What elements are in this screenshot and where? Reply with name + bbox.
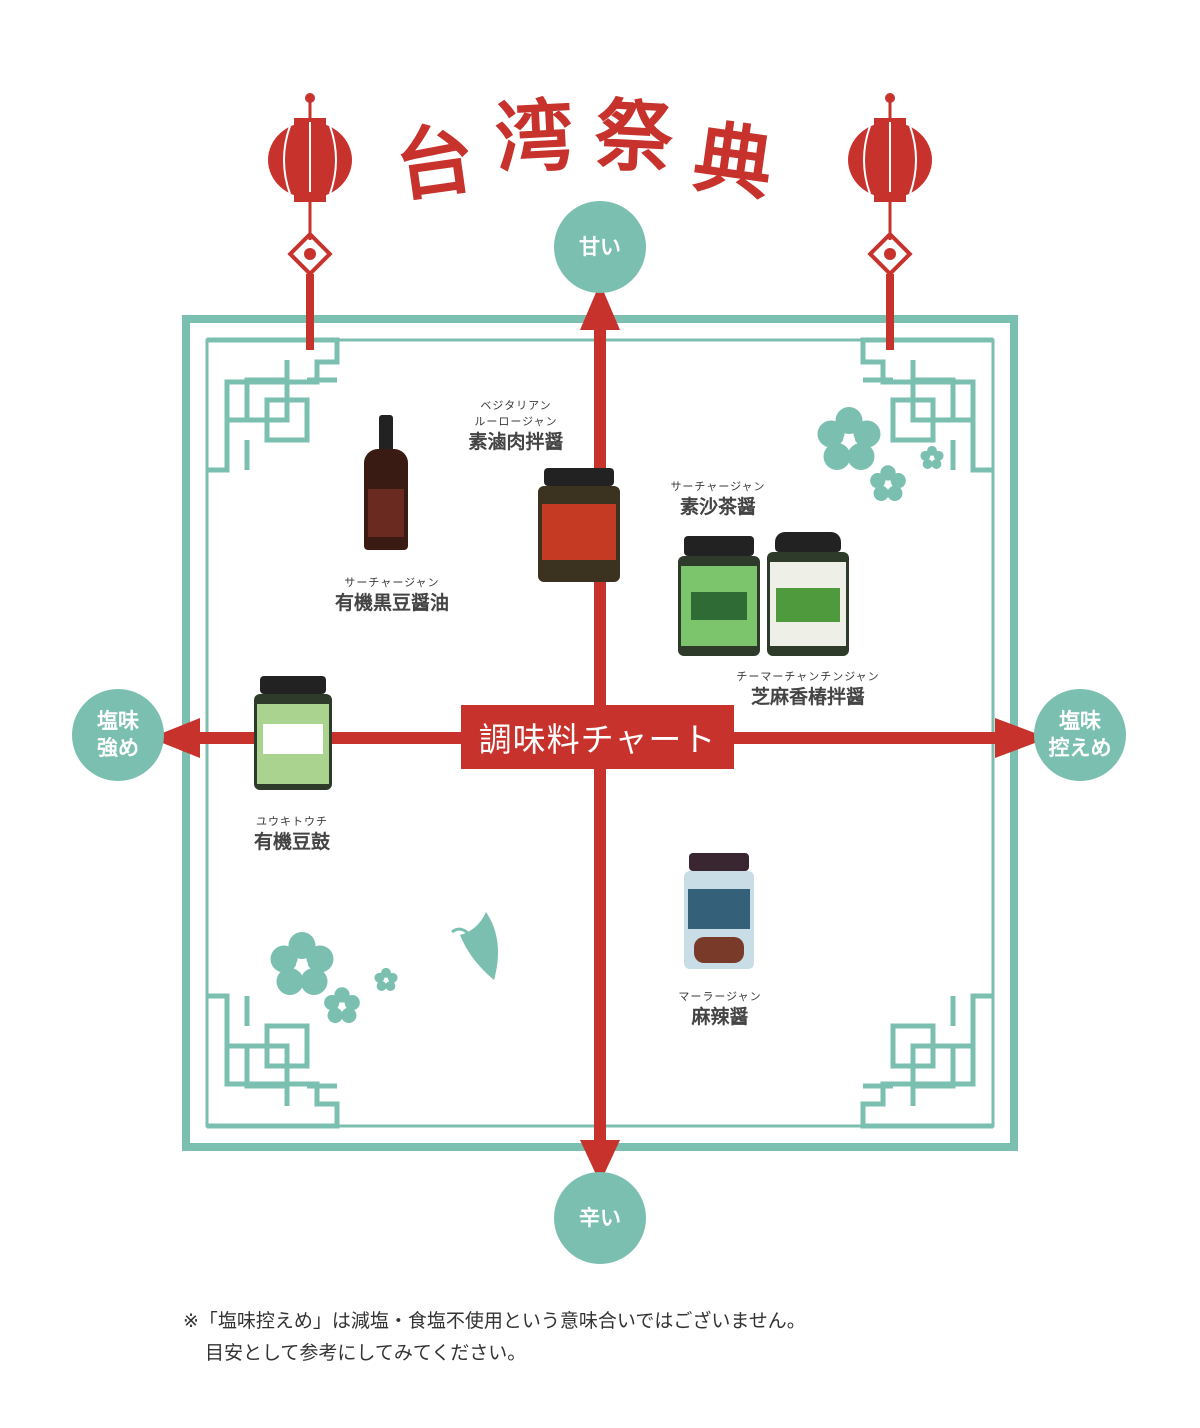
product-name: 麻辣醤 (691, 1006, 749, 1028)
title-char: 典 (688, 111, 787, 214)
footnote: ※「塩味控えめ」は減塩・食塩不使用という意味合いではございません。 目安として参… (183, 1305, 806, 1369)
title-char: 祭 (592, 89, 683, 186)
axis-label-text: 甘い (579, 234, 621, 259)
arrow-up-icon (580, 283, 620, 330)
axis-label-line: 控えめ (1048, 736, 1112, 760)
product-label: サーチャージャン 有機黒豆醤油 (335, 575, 449, 615)
lantern-icon (268, 93, 352, 350)
axis-label-low-salt: 塩味控えめ (1034, 689, 1126, 781)
lantern-icon (848, 93, 932, 350)
arrow-down-icon (580, 1140, 620, 1183)
product-furigana: ユウキトウチ (255, 815, 328, 828)
title-char: 湾 (493, 89, 584, 186)
chart-title: 調味料チャート (461, 705, 734, 769)
product-label: チーマーチャンチンジャン 芝麻香椿拌醤 (736, 669, 879, 709)
corner-ornament (207, 340, 337, 470)
product-name: 有機黒豆醤油 (334, 592, 450, 614)
product-label: マーラージャン 麻辣醤 (678, 989, 761, 1029)
axis-label-text: 塩味控えめ (1049, 708, 1112, 762)
axis-label-line: 塩味 (97, 709, 139, 733)
product-name: 有機豆鼓 (253, 831, 331, 853)
product-image-mala-jar (684, 853, 754, 969)
flower-icon (817, 407, 881, 470)
product-image-douchi-jar (254, 676, 332, 790)
footnote-line: ※「塩味控えめ」は減塩・食塩不使用という意味合いではございません。 (183, 1310, 806, 1332)
product-furigana: ルーロージャン (474, 415, 558, 428)
axis-label-line: 塩味 (1059, 709, 1101, 733)
product-name: 素沙茶醤 (679, 496, 756, 518)
title-char: 台 (389, 111, 488, 214)
product-furigana: ベジタリアン (480, 399, 552, 412)
product-furigana: サーチャージャン (670, 480, 766, 493)
axis-label-text: 塩味強め (97, 708, 139, 762)
axis-label-sweet: 甘い (554, 201, 646, 293)
axis-label-text: 辛い (579, 1205, 621, 1230)
product-label: ユウキトウチ 有機豆鼓 (254, 814, 330, 854)
arrow-left-icon (150, 718, 200, 758)
axis-label-line: 強め (97, 736, 139, 760)
product-image-shachajiang-jar (678, 536, 760, 656)
product-furigana: マーラージャン (678, 990, 762, 1003)
product-image-luroujiang-jar (538, 468, 620, 582)
page-title: 台 湾 祭 典 (390, 70, 795, 214)
butterfly-icon (451, 912, 499, 980)
product-furigana: サーチャージャン (344, 576, 440, 589)
product-label: サーチャージャン 素沙茶醤 (670, 479, 765, 519)
product-name: 素滷肉拌醤 (468, 431, 564, 453)
product-furigana: チーマーチャンチンジャン (736, 670, 880, 683)
product-label: ベジタリアン ルーロージャン 素滷肉拌醤 (468, 398, 563, 454)
axis-label-salty: 塩味強め (72, 689, 164, 781)
axis-label-spicy: 辛い (554, 1172, 646, 1264)
product-image-sesame-toon-jar (767, 532, 849, 656)
footnote-line: 目安として参考にしてみてください。 (205, 1342, 527, 1364)
product-image-soy-sauce-bottle (364, 415, 408, 550)
product-name: 芝麻香椿拌醤 (750, 686, 865, 708)
arrow-right-icon (995, 718, 1048, 758)
